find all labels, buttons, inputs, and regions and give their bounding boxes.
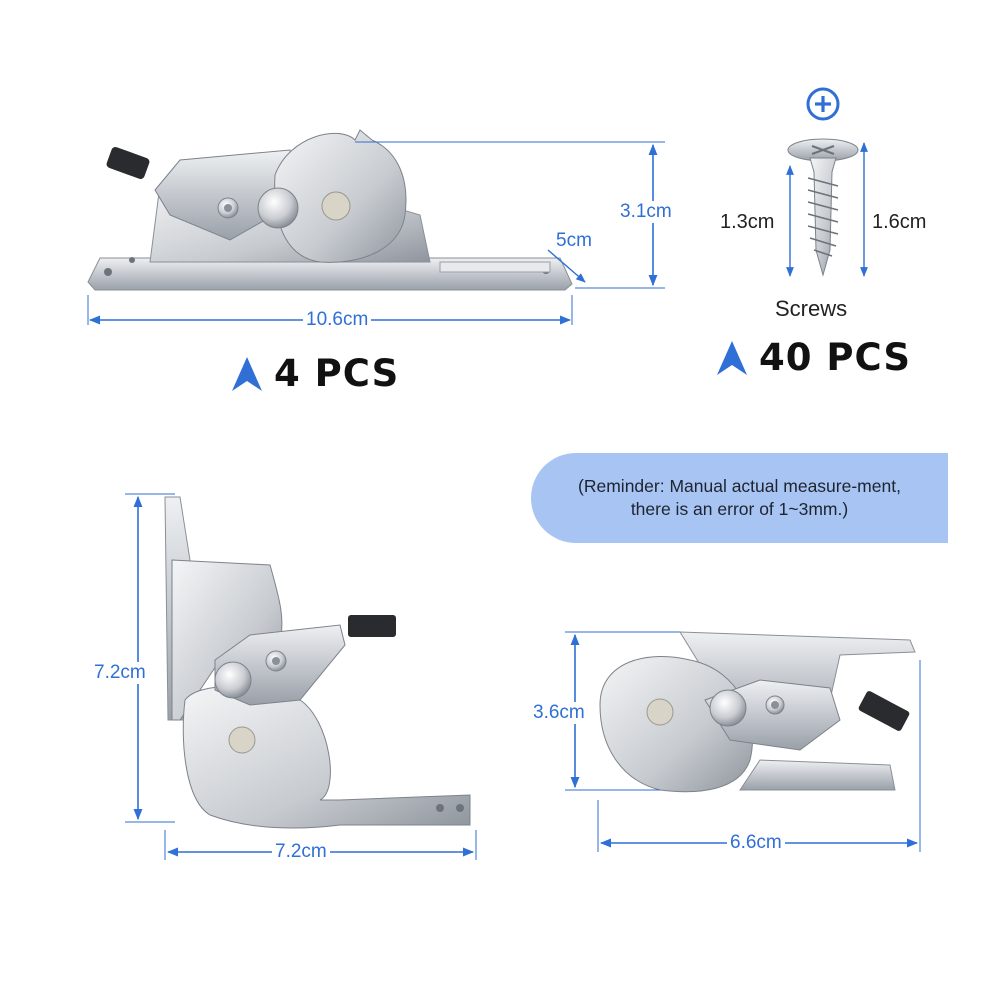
folded-hinge-width-label: 6.6cm bbox=[727, 832, 785, 854]
hinge-quantity: 4 PCS bbox=[232, 352, 399, 395]
screw-quantity-text: 40 PCS bbox=[759, 336, 911, 379]
top-hinge-length-label: 10.6cm bbox=[303, 309, 372, 331]
arrow-up-icon bbox=[717, 340, 747, 375]
hinge-quantity-text: 4 PCS bbox=[274, 352, 400, 395]
top-hinge-thickness-label: 5cm bbox=[553, 230, 595, 252]
screws-caption: Screws bbox=[775, 296, 848, 321]
screw-long-length-label: 1.6cm bbox=[872, 211, 927, 233]
open-hinge-image bbox=[164, 496, 471, 829]
screw-dimensions bbox=[786, 142, 868, 277]
folded-hinge-height-label: 3.6cm bbox=[530, 702, 588, 724]
screw-short-length-label: 1.3cm bbox=[720, 211, 775, 233]
open-hinge-height-label: 7.2cm bbox=[91, 662, 149, 684]
plus-circle-icon bbox=[806, 87, 840, 121]
screw-quantity: 40 PCS bbox=[717, 336, 911, 379]
screw-image bbox=[787, 138, 859, 277]
open-hinge-width-label: 7.2cm bbox=[272, 841, 330, 863]
top-hinge-height-label: 3.1cm bbox=[617, 201, 675, 223]
reminder-text: (Reminder: Manual actual measure-ment, t… bbox=[578, 476, 901, 519]
arrow-up-icon bbox=[232, 356, 262, 391]
top-hinge-image bbox=[87, 129, 573, 291]
reminder-banner: (Reminder: Manual actual measure-ment, t… bbox=[531, 453, 948, 543]
folded-hinge-image bbox=[599, 631, 916, 793]
